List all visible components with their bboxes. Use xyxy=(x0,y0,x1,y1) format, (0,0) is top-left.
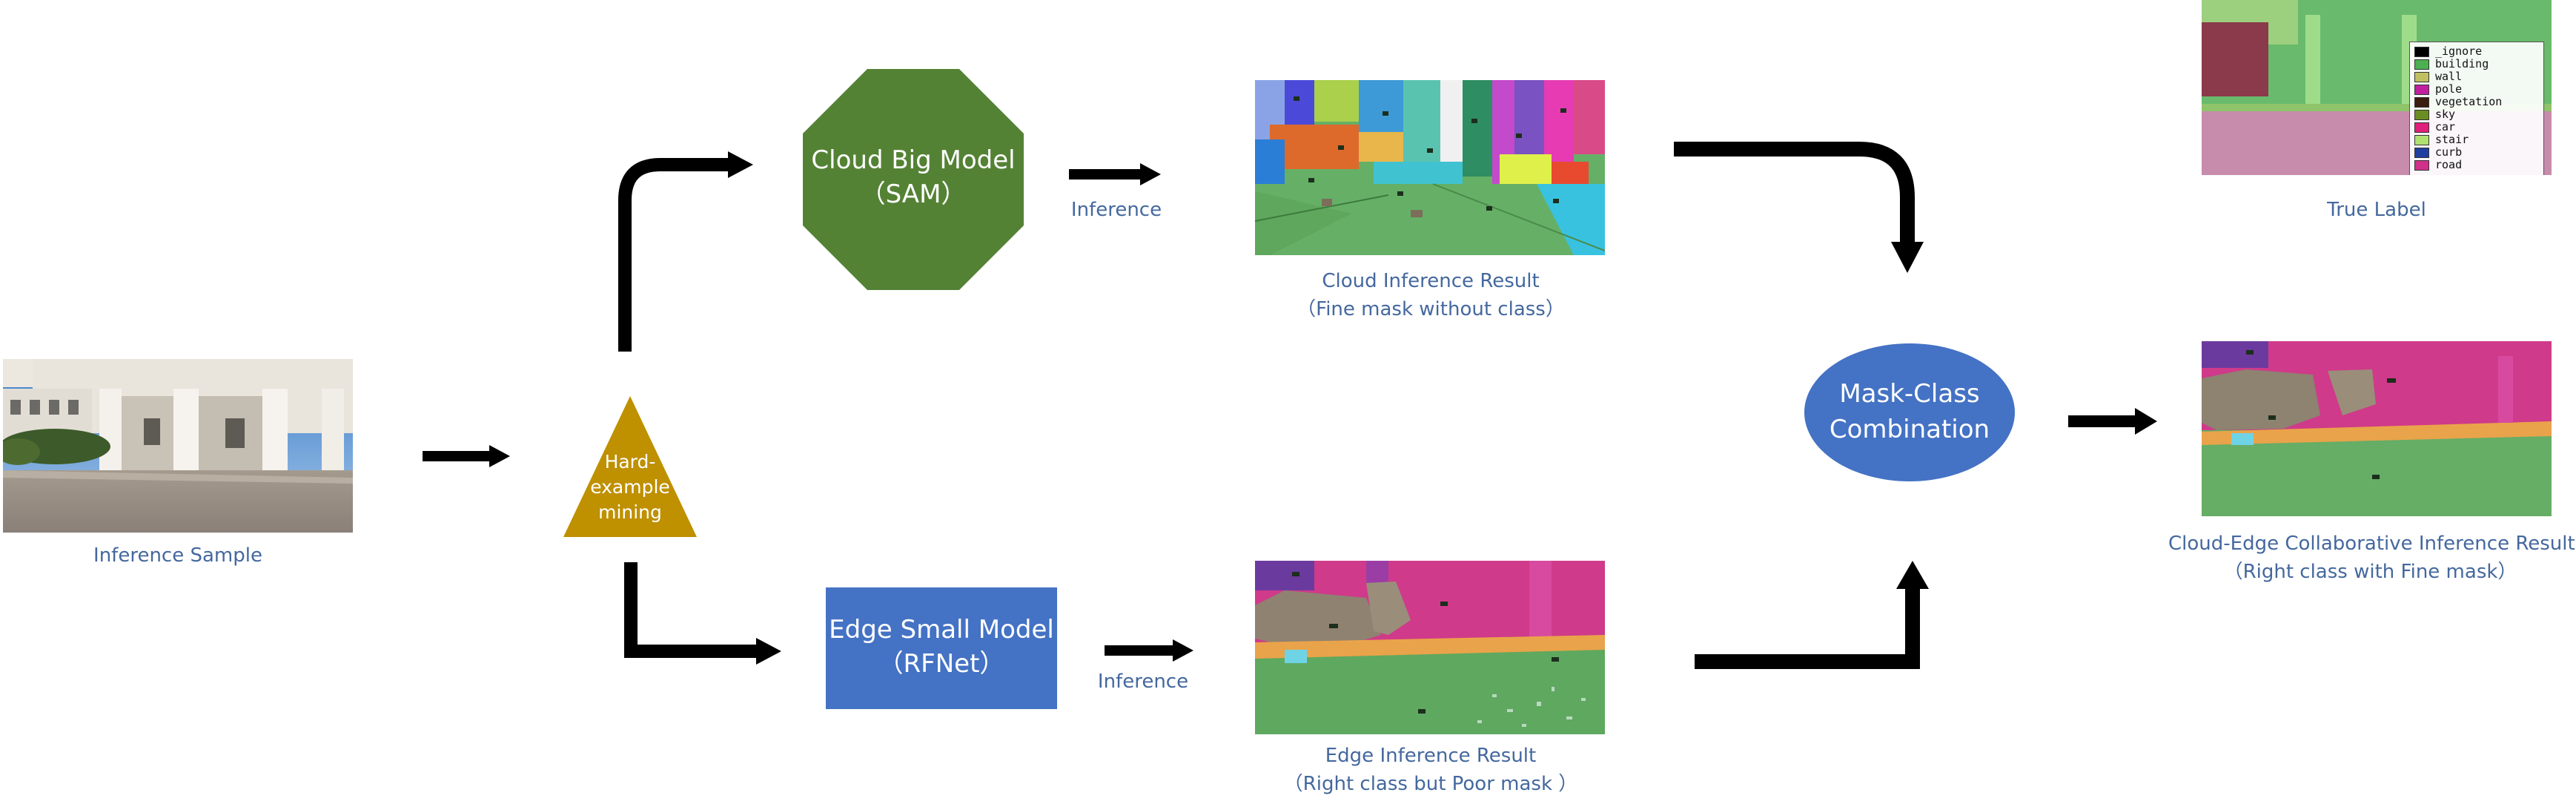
cloud-inference-result-image xyxy=(1255,80,1605,255)
collaborative-result-image xyxy=(2202,341,2552,516)
legend-label: vegetation xyxy=(2435,95,2503,108)
collab-result-title: Cloud-Edge Collaborative Inference Resul… xyxy=(2168,533,2575,555)
legend-item: sky xyxy=(2414,108,2539,121)
edge-result-caption: Edge Inference Result （Right class but P… xyxy=(1186,742,1675,798)
legend-label: stair xyxy=(2435,133,2469,146)
edge-inference-result-image xyxy=(1255,561,1605,734)
mining-text-line2: example xyxy=(590,476,670,498)
legend-item: wall xyxy=(2414,70,2539,83)
combination-text-line1: Mask-Class xyxy=(1839,379,1980,409)
legend-label: wall xyxy=(2435,70,2463,83)
mask-class-combination-node: Mask-Class Combination xyxy=(1804,343,2015,481)
arrow-mining-to-edge xyxy=(624,562,787,666)
inference-sample-caption: Inference Sample xyxy=(93,544,262,567)
legend-label: sky xyxy=(2435,108,2456,121)
edge-model-subtitle: （RFNet） xyxy=(878,649,1005,679)
mining-text-line1: Hard- xyxy=(604,451,656,472)
legend-item: vegetation xyxy=(2414,96,2539,108)
cloud-result-subtitle: （Fine mask without class） xyxy=(1297,298,1565,320)
legend-swatch xyxy=(2414,134,2429,145)
legend-label: building xyxy=(2435,57,2489,70)
legend-swatch xyxy=(2414,122,2429,133)
cloud-inference-arrow-label: Inference xyxy=(1070,199,1162,221)
legend-label: pole xyxy=(2435,82,2463,96)
legend-swatch xyxy=(2414,84,2429,95)
arrow-combination-to-result xyxy=(2068,406,2165,436)
legend-item: road xyxy=(2414,159,2539,171)
legend-swatch xyxy=(2414,46,2429,57)
cloud-big-model-node: Cloud Big Model （SAM） xyxy=(803,69,1024,290)
arrow-cloud-inference xyxy=(1069,160,1165,190)
legend-label: car xyxy=(2435,120,2456,134)
arrow-mining-to-cloud xyxy=(618,141,759,356)
legend-swatch xyxy=(2414,96,2429,108)
combination-text-line2: Combination xyxy=(1829,415,1990,444)
legend-swatch xyxy=(2414,147,2429,158)
mining-text-line3: mining xyxy=(598,501,662,523)
legend-item: curb xyxy=(2414,146,2539,159)
arrow-edge-inference xyxy=(1105,636,1201,666)
cloud-model-subtitle: （SAM） xyxy=(860,179,967,209)
cloud-result-caption: Cloud Inference Result （Fine mask withou… xyxy=(1186,267,1675,323)
legend-swatch xyxy=(2414,59,2429,70)
true-label-caption: True Label xyxy=(2327,199,2426,221)
legend-swatch xyxy=(2414,71,2429,82)
legend-item: pole xyxy=(2414,83,2539,96)
collab-result-subtitle: （Right class with Fine mask） xyxy=(2223,561,2517,583)
edge-result-subtitle: （Right class but Poor mask ） xyxy=(1283,773,1578,795)
edge-inference-arrow-label: Inference xyxy=(1097,671,1189,693)
inference-sample-image xyxy=(3,359,353,533)
cloud-result-title: Cloud Inference Result xyxy=(1322,270,1540,292)
hard-example-mining-node: Hard- example mining xyxy=(563,396,697,537)
arrow-edge-to-combination xyxy=(1695,556,1939,675)
arrow-sample-to-mining xyxy=(423,442,511,472)
legend-label: curb xyxy=(2435,145,2463,159)
legend-swatch xyxy=(2414,109,2429,120)
legend-label: _ignore xyxy=(2435,45,2483,58)
arrow-cloud-to-combination xyxy=(1674,141,1926,282)
legend-item: building xyxy=(2414,58,2539,70)
edge-model-title: Edge Small Model xyxy=(829,615,1054,645)
legend-swatch xyxy=(2414,159,2429,171)
cloud-model-title: Cloud Big Model xyxy=(811,145,1016,175)
legend-item: _ignore xyxy=(2414,45,2539,58)
edge-result-title: Edge Inference Result xyxy=(1325,745,1537,767)
legend-item: car xyxy=(2414,121,2539,134)
legend-item: stair xyxy=(2414,134,2539,146)
collab-result-caption: Cloud-Edge Collaborative Inference Resul… xyxy=(2168,530,2575,586)
edge-small-model-node: Edge Small Model （RFNet） xyxy=(826,587,1057,709)
legend-label: road xyxy=(2435,158,2463,171)
